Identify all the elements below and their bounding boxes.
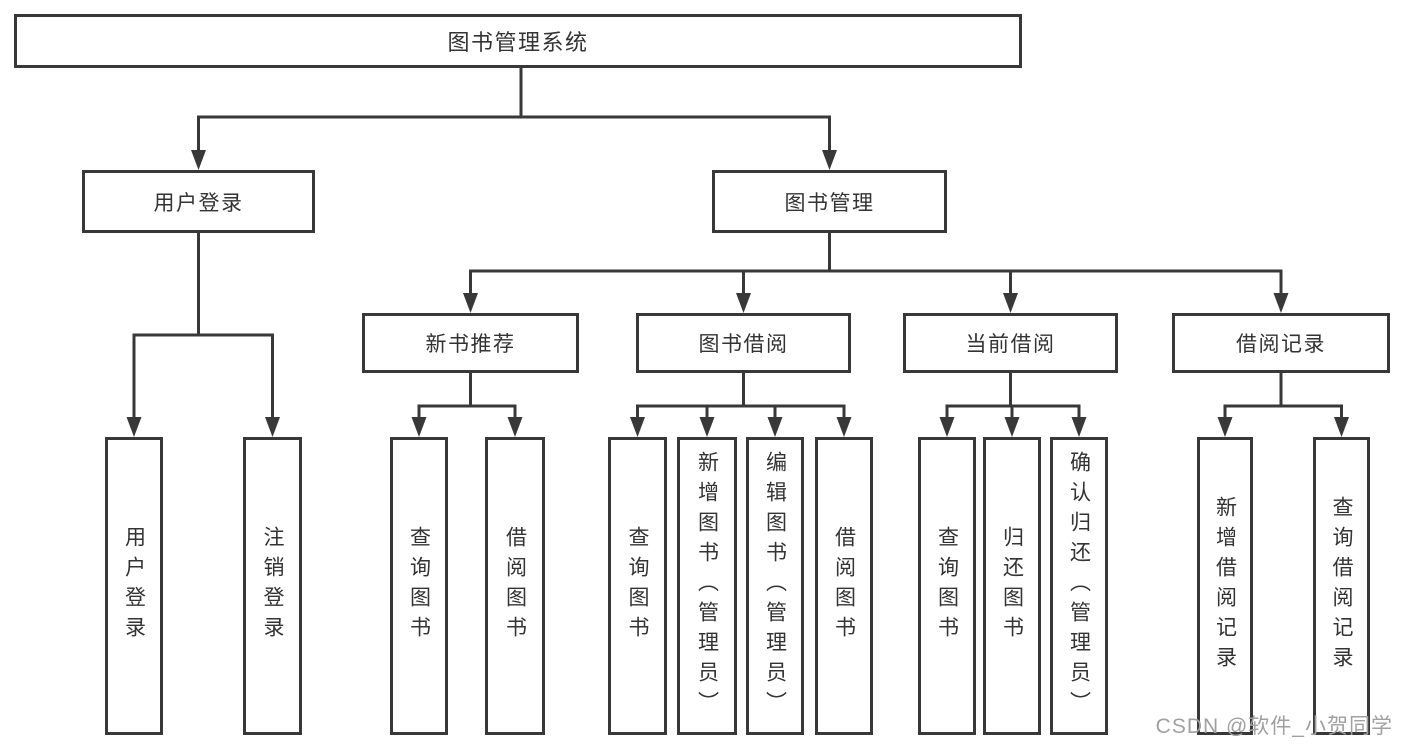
node-new-book-recommend: 新书推荐 — [362, 313, 579, 373]
node-library-management-system: 图书管理系统 — [14, 14, 1022, 68]
leaf-br-query-record: 查询借阅记录 — [1313, 437, 1370, 735]
leaf-label: 查询图书 — [935, 526, 959, 646]
leaf-nb-borrow-books: 借阅图书 — [485, 437, 545, 735]
leaf-label: 借阅图书 — [503, 526, 527, 646]
leaf-label: 新增图书（管理员） — [695, 451, 719, 721]
leaf-label: 编辑图书（管理员） — [763, 451, 787, 721]
leaf-label: 查询图书 — [407, 526, 431, 646]
leaf-bb-borrow-books: 借阅图书 — [815, 437, 873, 735]
leaf-bb-add-books-admin: 新增图书（管理员） — [677, 437, 737, 735]
leaf-cb-confirm-return-admin: 确认归还（管理员） — [1050, 437, 1108, 735]
node-book-management: 图书管理 — [712, 170, 947, 233]
leaf-logout: 注销登录 — [243, 437, 302, 735]
leaf-cb-query-books: 查询图书 — [918, 437, 976, 735]
leaf-label: 确认归还（管理员） — [1067, 451, 1091, 721]
leaf-label: 查询借阅记录 — [1330, 496, 1353, 676]
leaf-label: 查询图书 — [626, 526, 649, 646]
leaf-cb-return-books: 归还图书 — [983, 437, 1041, 735]
node-borrow-records: 借阅记录 — [1172, 313, 1390, 373]
watermark: CSDN @软件_小贺同学 — [1155, 715, 1393, 738]
leaf-label: 借阅图书 — [832, 526, 856, 646]
leaf-label: 归还图书 — [1000, 526, 1024, 646]
node-book-borrow: 图书借阅 — [636, 313, 851, 373]
leaf-bb-edit-books-admin: 编辑图书（管理员） — [746, 437, 804, 735]
leaf-bb-query-books: 查询图书 — [608, 437, 667, 735]
leaf-br-add-record: 新增借阅记录 — [1197, 437, 1253, 735]
node-user-login: 用户登录 — [82, 170, 315, 233]
leaf-label: 注销登录 — [261, 526, 284, 646]
node-current-borrow: 当前借阅 — [903, 313, 1118, 373]
leaf-label: 用户登录 — [122, 526, 146, 646]
leaf-nb-query-books: 查询图书 — [390, 437, 448, 735]
leaf-label: 新增借阅记录 — [1213, 496, 1237, 676]
leaf-user-login: 用户登录 — [105, 437, 163, 735]
